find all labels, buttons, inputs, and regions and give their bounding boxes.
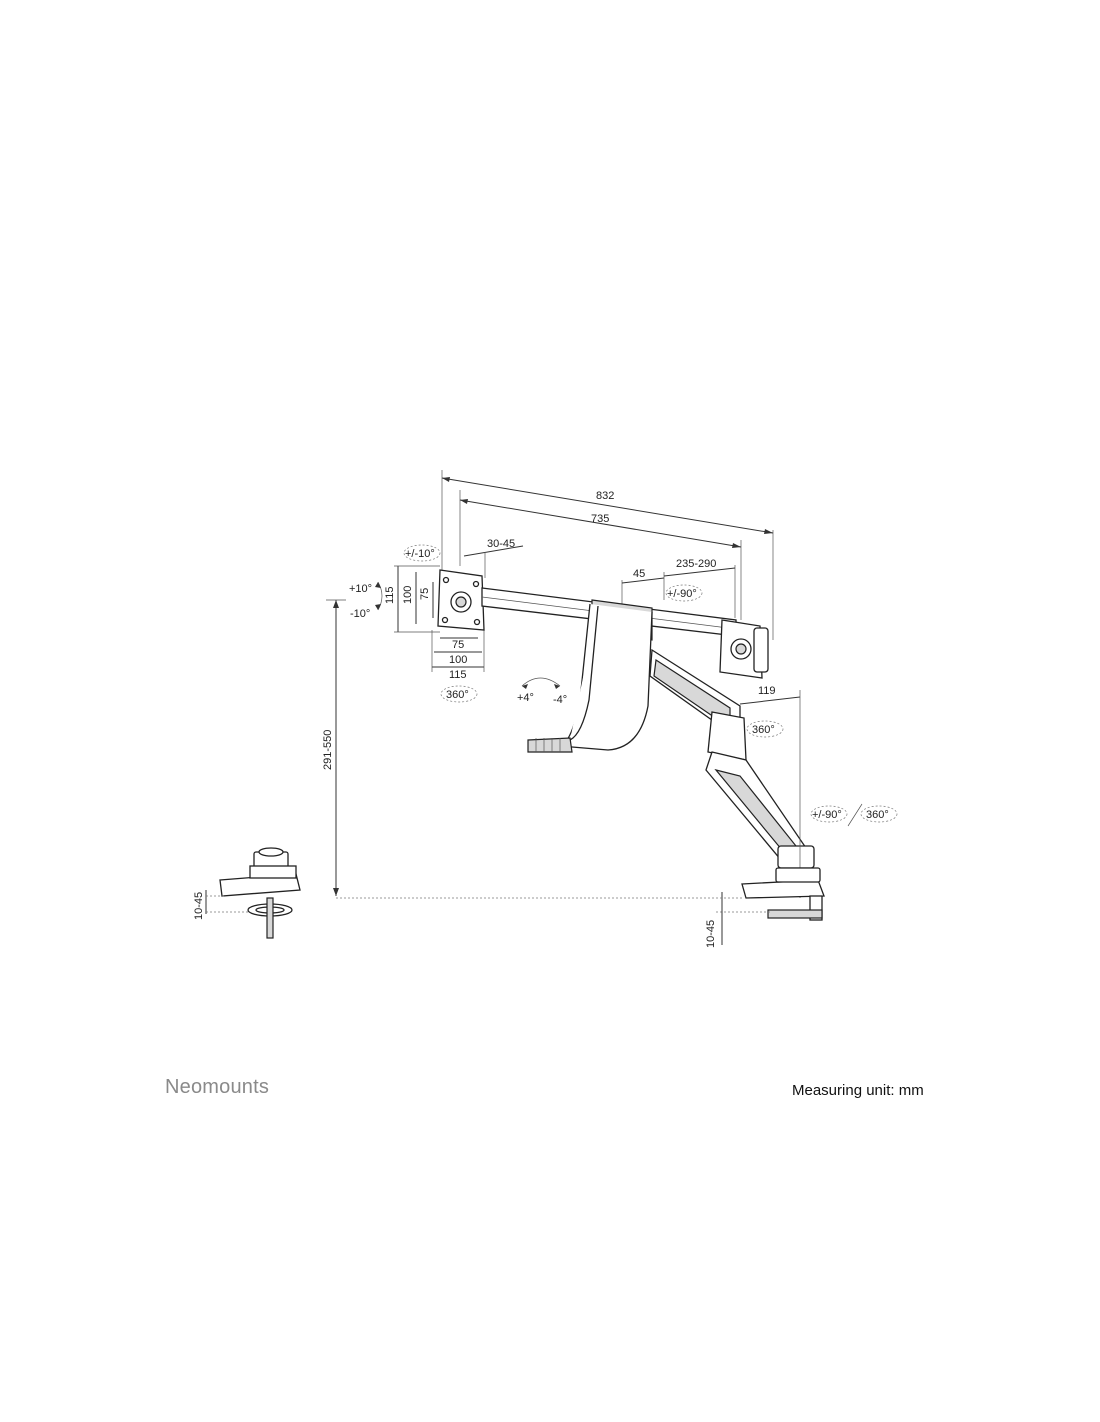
label-45: 45 [633,568,645,580]
gas-spring-arm [649,648,815,869]
label-base-swivel: +/-90° [812,809,842,821]
label-handle-minus: -4° [553,694,567,706]
label-vesa-h-100: 100 [449,654,467,666]
right-vesa-plate [719,619,769,679]
label-832: 832 [596,490,614,502]
left-grommet-base [219,847,301,939]
label-base-rotation: 360° [866,809,889,821]
label-arm-swivel: +/-90° [667,588,697,600]
arm-swivel-badge: +/-90° [665,584,703,602]
dimension-45: 45 [621,568,665,605]
left-swivel-badge: 360° [440,685,478,703]
vesa-dimension-lines: 115 100 75 75 100 115 [384,565,485,681]
label-desk-thickness-right: 10-45 [705,920,717,948]
label-30-45: 30-45 [487,538,515,550]
label-235-290: 235-290 [676,558,716,570]
measuring-unit-text: Measuring unit: mm [792,1082,924,1099]
label-735: 735 [591,513,609,525]
rotate-small-badge: +/-10° [403,544,441,562]
label-tilt-down: -10° [350,608,370,620]
dimension-735: 735 [459,490,742,620]
dimension-235-290: 235-290 [663,558,736,618]
tilt-indicator: +10° -10° [349,581,383,620]
joint-rotation-badge: 360° [746,720,784,738]
label-tilt-up: +10° [349,583,372,595]
brand-logo-text: Neomounts [165,1076,270,1098]
label-vesa-v-75: 75 [419,588,431,600]
label-119: 119 [758,685,776,697]
label-swivel-mount: 360° [446,689,469,701]
right-clamp-base [741,867,825,921]
carry-handle: +4° -4° [517,603,653,753]
label-vesa-h-115: 115 [449,669,467,681]
dimension-10-45-left: 10-45 [193,890,250,920]
base-swivel-badges: +/-90° 360° [810,803,898,827]
label-291-550: 291-550 [322,730,334,770]
dimension-10-45-right: 10-45 [705,892,770,948]
label-joint-rotation: 360° [752,724,775,736]
label-vesa-v-115: 115 [384,586,396,604]
label-handle-plus: +4° [517,692,534,704]
dimension-30-45: 30-45 [463,538,524,578]
dimension-119: 119 [739,685,801,898]
label-vesa-h-75: 75 [452,639,464,651]
left-vesa-plate [437,569,485,631]
label-rotate-small: +/-10° [405,548,435,560]
label-desk-thickness-left: 10-45 [193,892,205,920]
dimension-291-550: 291-550 [322,599,742,899]
label-vesa-v-100: 100 [402,586,414,604]
